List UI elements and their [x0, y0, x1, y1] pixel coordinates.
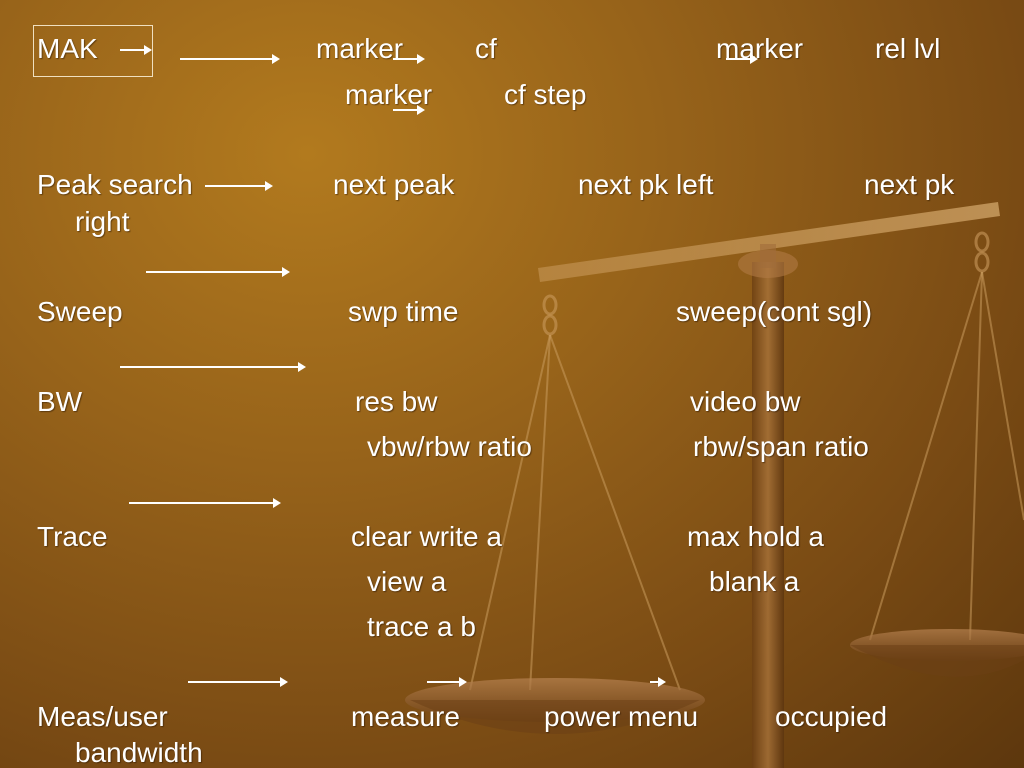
mak-item-cf: cf: [475, 33, 497, 64]
mak-item-marker-2: marker: [716, 33, 804, 64]
mak-item-rel-lvl: rel lvl: [875, 33, 941, 64]
arrow-icon: [188, 677, 288, 687]
peak-item-next-pk-left: next pk left: [578, 169, 714, 200]
mak-label: MAK: [37, 33, 98, 64]
sweep-item-swp-time: swp time: [348, 296, 459, 327]
meas-item-power-menu: power menu: [544, 701, 699, 732]
bw-item-res-bw: res bw: [355, 386, 438, 417]
sweep-label: Sweep: [37, 296, 123, 327]
peak-item-wrap: right: [75, 206, 130, 237]
mak-highlight-box: [33, 25, 153, 77]
arrow-icon: [393, 54, 425, 64]
bw-item-vbw-rbw: vbw/rbw ratio: [367, 431, 532, 462]
arrow-icon: [393, 105, 425, 115]
peak-item-next-peak: next peak: [333, 169, 455, 200]
arrow-icon: [180, 54, 280, 64]
bw-item-rbw-span: rbw/span ratio: [693, 431, 869, 462]
meas-item-wrap: bandwidth: [75, 737, 203, 768]
peak-search-label: Peak search: [37, 169, 193, 200]
peak-item-next-pk-right: next pk: [864, 169, 955, 200]
mak-item-cf-step: cf step: [504, 79, 587, 110]
meas-user-label: Meas/user: [37, 701, 168, 732]
arrow-icon: [205, 181, 273, 191]
trace-item-max-hold: max hold a: [687, 521, 824, 552]
arrow-icon: [427, 677, 467, 687]
sweep-item-cont-sgl: sweep(cont sgl): [676, 296, 873, 327]
meas-item-occupied: occupied: [775, 701, 888, 732]
trace-item-blank: blank a: [709, 566, 800, 597]
trace-label: Trace: [37, 521, 108, 552]
arrow-icon: [129, 498, 281, 508]
meas-item-measure: measure: [351, 701, 460, 732]
bw-label: BW: [37, 386, 83, 417]
mak-item-marker-3: marker: [345, 79, 433, 110]
arrow-icon: [120, 45, 152, 55]
mak-item-marker: marker: [316, 33, 404, 64]
trace-item-view: view a: [367, 566, 447, 597]
trace-item-trace-ab: trace a b: [367, 611, 476, 642]
bw-item-video-bw: video bw: [690, 386, 801, 417]
arrow-icon: [120, 362, 306, 372]
trace-item-clear-write: clear write a: [351, 521, 502, 552]
arrow-icon: [726, 54, 758, 64]
arrow-icon: [146, 267, 290, 277]
arrow-icon: [650, 677, 666, 687]
